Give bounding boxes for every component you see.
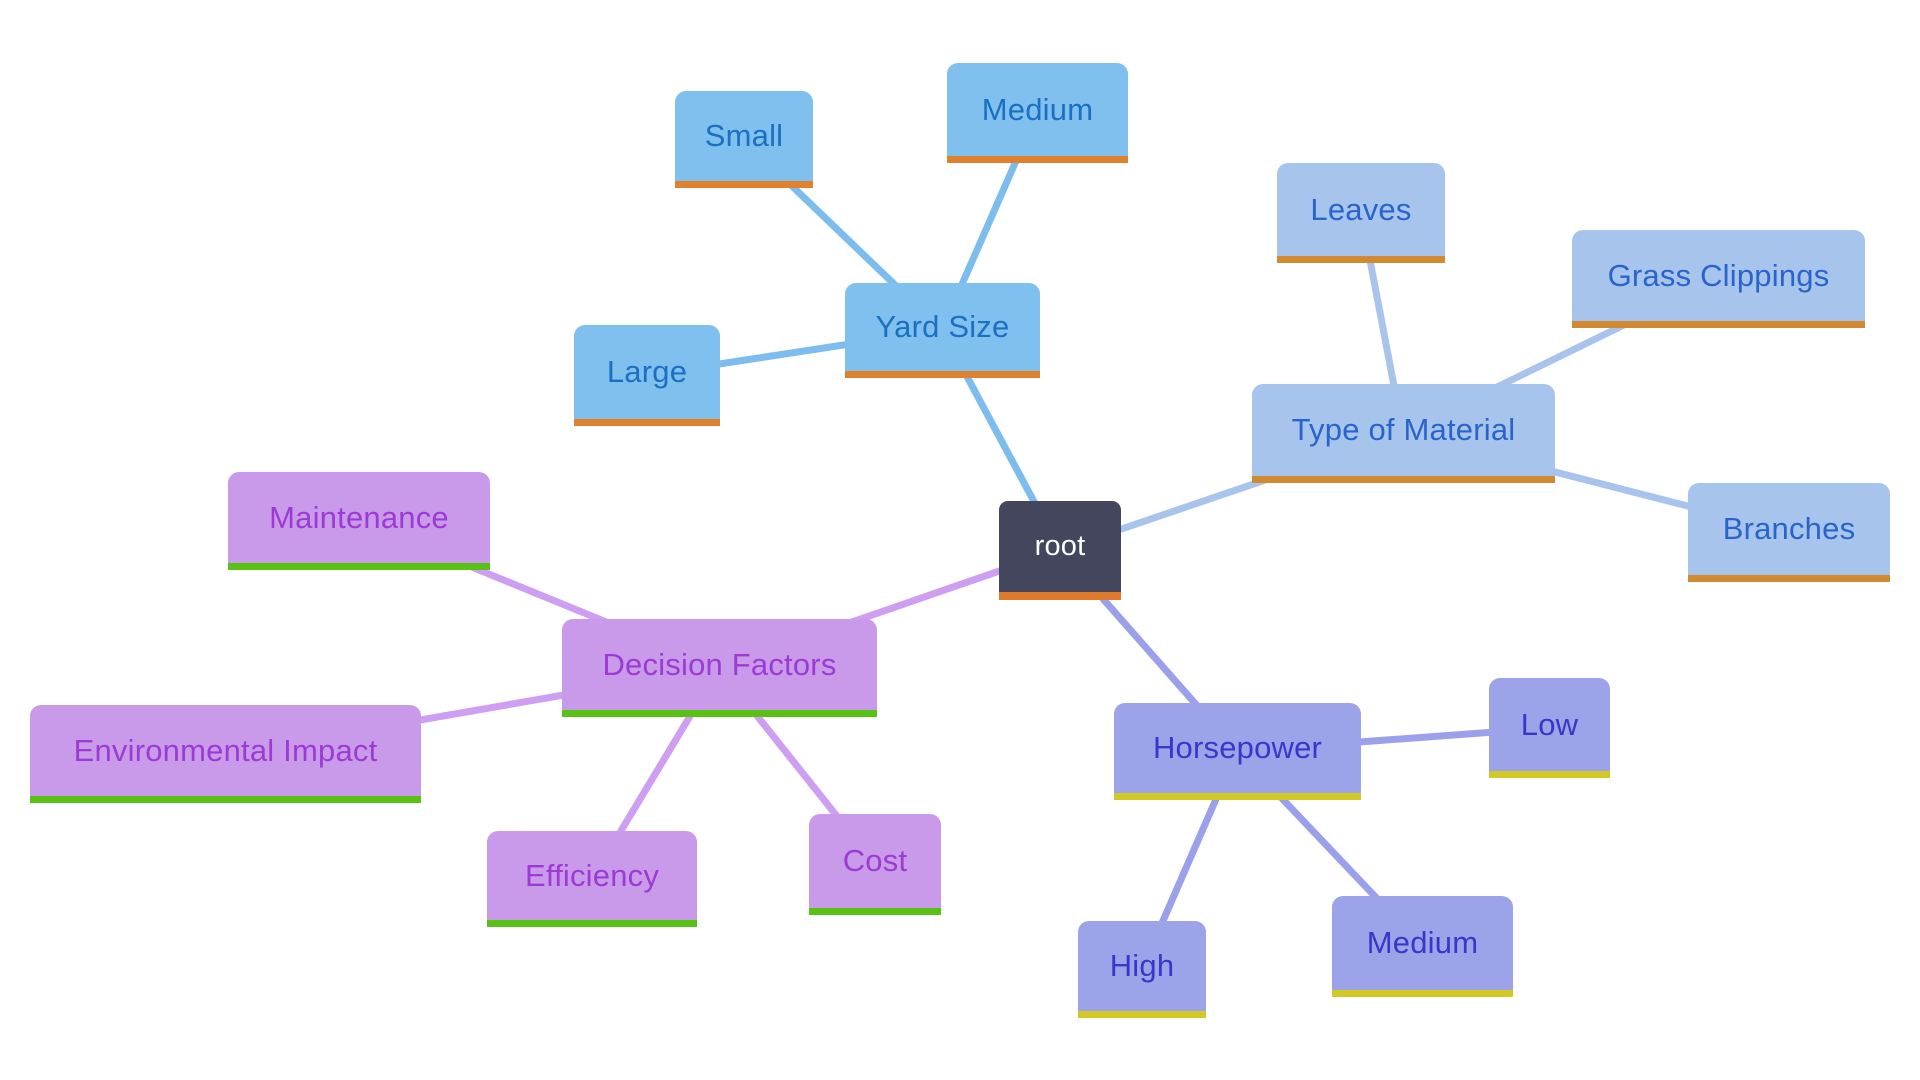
node-leaves-label: Leaves (1310, 191, 1412, 227)
node-efficiency-label: Efficiency (524, 857, 660, 893)
node-yard-size: Yard Size (845, 283, 1040, 378)
node-medium-horsepower-label: Medium (1366, 925, 1479, 960)
node-grass-clippings-label: Grass Clippings (1607, 257, 1830, 293)
node-maintenance: Maintenance (228, 472, 490, 570)
node-medium-horsepower: Medium (1332, 896, 1513, 997)
node-cost: Cost (809, 814, 941, 915)
node-environmental-impact: Environmental Impact (30, 705, 421, 803)
node-yard-size-label: Yard Size (875, 309, 1010, 344)
node-horsepower: Horsepower (1114, 703, 1361, 800)
node-cost-label: Cost (842, 843, 908, 878)
node-decision-factors: Decision Factors (562, 619, 877, 717)
node-decision-factors-label: Decision Factors (602, 646, 837, 682)
node-type-of-material: Type of Material (1252, 384, 1555, 483)
node-root-label: root (1034, 530, 1086, 562)
node-high: High (1078, 921, 1206, 1018)
node-maintenance-label: Maintenance (269, 499, 449, 535)
node-horsepower-label: Horsepower (1152, 730, 1323, 765)
node-branches: Branches (1688, 483, 1890, 582)
node-type-of-material-label: Type of Material (1291, 412, 1516, 447)
node-leaves: Leaves (1277, 163, 1445, 263)
node-medium-yard-label: Medium (981, 91, 1094, 127)
node-low: Low (1489, 678, 1610, 778)
node-large: Large (574, 325, 720, 426)
node-environmental-impact-label: Environmental Impact (73, 732, 378, 768)
node-grass-clippings: Grass Clippings (1572, 230, 1865, 328)
node-branches-label: Branches (1722, 511, 1856, 546)
node-medium-yard: Medium (947, 63, 1128, 163)
node-large-label: Large (606, 354, 688, 389)
node-small-label: Small (704, 118, 784, 153)
node-high-label: High (1109, 948, 1175, 983)
node-root: root (999, 501, 1121, 600)
node-small: Small (675, 91, 813, 188)
node-low-label: Low (1520, 706, 1579, 742)
node-efficiency: Efficiency (487, 831, 697, 927)
